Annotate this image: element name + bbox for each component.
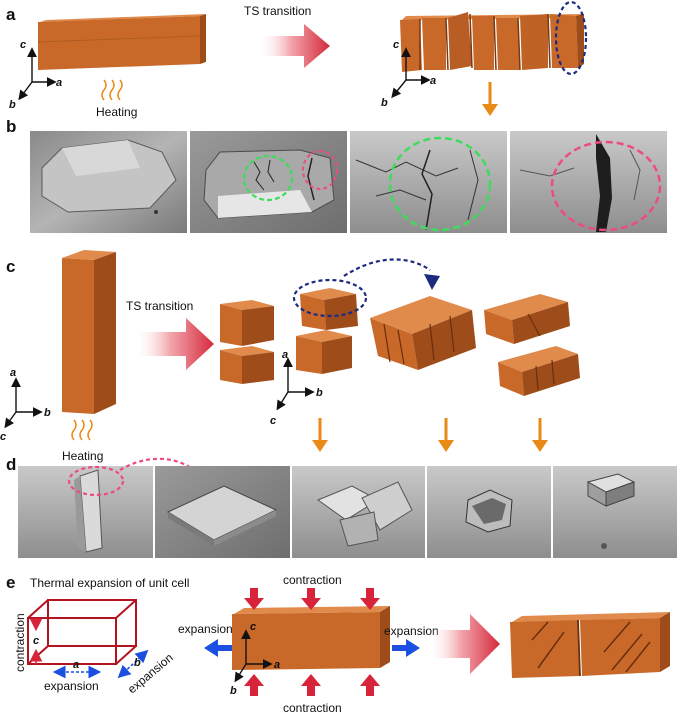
final-fractured-crystal — [510, 612, 670, 678]
axis-a-label: a — [10, 367, 16, 379]
axis-b-label: b — [230, 685, 237, 697]
sem-image-b1 — [30, 131, 187, 233]
axis-b-label: b — [9, 99, 16, 111]
axis-b-label: b — [316, 387, 323, 399]
heat-waves-icon — [101, 79, 123, 101]
crystal-bar-a — [37, 14, 206, 70]
expansion-label-right: expansion — [384, 624, 439, 638]
axis-a-label: a — [274, 659, 280, 671]
axes-a-right: c a b — [381, 39, 436, 109]
navy-arrowhead-icon — [424, 274, 440, 290]
axis-b-label: b — [381, 97, 388, 109]
pink-dashed-ellipse-b2 — [302, 150, 338, 190]
expansion-label-left: expansion — [178, 622, 233, 636]
contraction-arrows-top — [244, 588, 380, 610]
panel-label-b: b — [6, 117, 16, 136]
split-blocks-c1 — [220, 300, 274, 384]
final-gradient-arrow — [428, 614, 500, 674]
crystal-bar-e — [232, 606, 390, 670]
green-dashed-ellipse-b2 — [242, 154, 294, 202]
axis-c-label: c — [0, 431, 6, 443]
axis-a-label: a — [430, 75, 436, 87]
crystal-column-c — [62, 250, 116, 414]
axis-c-label: c — [250, 621, 256, 633]
axis-c-label: c — [270, 415, 276, 427]
contraction-label-top: contraction — [283, 573, 342, 587]
cell-expansion-a-arrow: a — [52, 659, 102, 679]
axis-c-label: c — [393, 39, 399, 51]
panel-label-d: d — [6, 455, 16, 474]
unit-cell-wireframe — [27, 599, 137, 665]
pink-dashed-ellipse-b4 — [550, 140, 662, 232]
pink-dashed-curve-arrow — [119, 457, 205, 481]
ts-transition-arrow-mid — [134, 318, 214, 370]
navy-dashed-ellipse-a — [554, 0, 588, 76]
sem-image-b3 — [350, 131, 507, 233]
axes-a-left: c a b — [9, 39, 62, 111]
axis-a-label: a — [56, 77, 62, 89]
cell-contraction-label: contraction — [13, 613, 27, 672]
ts-transition-label-mid: TS transition — [126, 299, 193, 313]
contraction-arrows-bottom — [244, 674, 380, 696]
cell-axis-b-label: b — [134, 657, 141, 669]
contraction-label-bottom: contraction — [283, 701, 342, 714]
axis-a-label: a — [282, 349, 288, 361]
ts-transition-arrow-top — [258, 24, 330, 68]
expansion-arrow-left — [204, 639, 232, 657]
axis-c-label: c — [20, 39, 26, 51]
sem-image-b2 — [190, 131, 347, 233]
panel-label-c: c — [6, 257, 15, 276]
orange-down-arrow-a — [482, 82, 498, 116]
sem-image-d2 — [155, 466, 290, 558]
expansion-arrow-right — [392, 639, 420, 657]
orange-down-arrow-c2 — [438, 418, 454, 452]
heating-label-top: Heating — [96, 105, 137, 119]
navy-dashed-ellipse-c — [292, 278, 368, 318]
sem-image-d1 — [18, 466, 153, 558]
axis-b-label: b — [44, 407, 51, 419]
axes-c-mid: a b c — [270, 349, 323, 427]
split-blocks-c2 — [296, 288, 358, 374]
axes-c-left: a b c — [0, 367, 51, 443]
ts-transition-label-top: TS transition — [244, 4, 311, 18]
sem-image-b4 — [510, 131, 667, 233]
heat-waves-icon — [71, 419, 93, 441]
distorted-slab-c — [370, 296, 476, 370]
navy-dashed-curve-arrow — [343, 258, 431, 277]
panel-label-e: e — [6, 573, 15, 592]
cell-expansion-b-label: expansion — [125, 650, 176, 696]
cell-expansion-b-arrow: b — [117, 649, 149, 679]
orange-down-arrow-c3 — [532, 418, 548, 452]
cell-axis-a-label: a — [73, 659, 79, 671]
heating-label-mid: Heating — [62, 449, 103, 463]
thermal-expansion-title: Thermal expansion of unit cell — [30, 576, 189, 590]
axes-e: c a b — [230, 621, 280, 697]
cell-axis-c-label: c — [33, 635, 39, 647]
fragments-c — [484, 294, 580, 396]
green-dashed-ellipse-b3 — [388, 136, 492, 232]
panel-label-a: a — [6, 5, 16, 24]
sem-image-d3 — [292, 466, 425, 558]
cell-contraction-arrows: c — [29, 618, 43, 664]
sem-image-d4 — [427, 466, 551, 558]
sem-image-d5 — [553, 466, 677, 558]
pink-dashed-ellipse-d1 — [67, 465, 125, 497]
orange-down-arrow-c1 — [312, 418, 328, 452]
cell-expansion-a-label: expansion — [44, 679, 99, 693]
